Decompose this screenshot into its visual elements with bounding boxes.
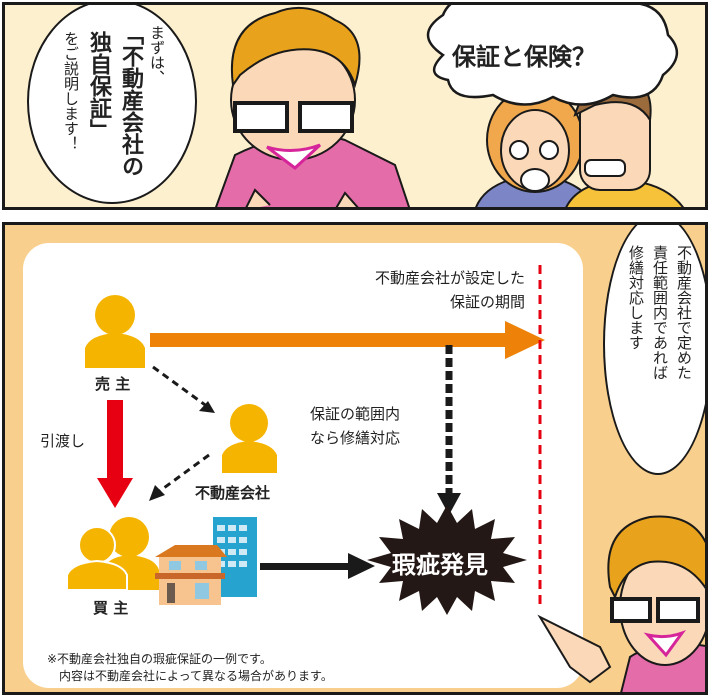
intro-line-1: まずは、 xyxy=(148,25,166,85)
period-label-line-1: 不動産会社が設定した xyxy=(374,269,525,287)
buyer-persons-icon xyxy=(66,517,159,591)
consultant-character-illustration xyxy=(215,6,411,207)
intro-line-2: 「不動産会社の xyxy=(118,23,143,177)
guarantee-deadline-line xyxy=(538,265,542,610)
comic-panel-diagram: 売 主 不動産会社が設定した 保証の期間 不動産会社 引渡し 買 主 xyxy=(2,222,708,695)
scope-label-line-1: 保証の範囲内 xyxy=(310,405,401,423)
consultant-pointing-illustration xyxy=(537,515,705,692)
company-to-buyer-arrow xyxy=(149,453,210,501)
repair-scope-arrow xyxy=(437,345,461,515)
property-to-defect-arrow xyxy=(260,553,375,579)
seller-label: 売 主 xyxy=(95,375,131,393)
handover-arrow xyxy=(97,400,133,508)
buyer-label: 買 主 xyxy=(93,599,129,617)
explanation-line-1: 不動産会社で定めた xyxy=(675,245,693,380)
handover-label: 引渡し xyxy=(40,432,86,450)
seller-to-company-arrow xyxy=(152,365,215,413)
speech-bubble-intro: まずは、 「不動産会社の 独自保証」 をご説明します！ xyxy=(27,5,197,204)
company-person-icon xyxy=(222,404,277,473)
seller-person-icon xyxy=(85,295,145,368)
intro-line-3: 独自保証」 xyxy=(86,31,111,141)
guarantee-period-arrow xyxy=(150,321,545,359)
company-label: 不動産会社 xyxy=(195,484,271,502)
house-and-building-icon xyxy=(155,517,257,605)
couple-illustration xyxy=(475,75,684,207)
speech-bubble-explanation: 不動産会社で定めた 責任範囲内であれば 修繕対応します xyxy=(603,225,705,475)
period-label-line-2: 保証の期間 xyxy=(449,293,525,311)
comic-panel-top: まずは、 「不動産会社の 独自保証」 をご説明します！ 保証と保険？ xyxy=(2,2,708,210)
defect-burst-shape xyxy=(367,505,527,615)
intro-line-4: をご説明します！ xyxy=(62,31,80,151)
explanation-line-3: 修繕対応します xyxy=(627,245,645,350)
thought-text: 保証と保険？ xyxy=(452,43,596,71)
defect-label: 瑕疵発見 xyxy=(392,551,488,579)
footnote-line-2: 内容は不動産会社によって異なる場合があります。 xyxy=(59,669,333,683)
scope-label-line-2: なら修繕対応 xyxy=(310,429,401,447)
thought-bubble-shape xyxy=(426,5,678,106)
footnote-line-1: ※不動産会社独自の瑕疵保証の一例です。 xyxy=(47,652,272,666)
explanation-line-2: 責任範囲内であれば xyxy=(651,245,669,380)
